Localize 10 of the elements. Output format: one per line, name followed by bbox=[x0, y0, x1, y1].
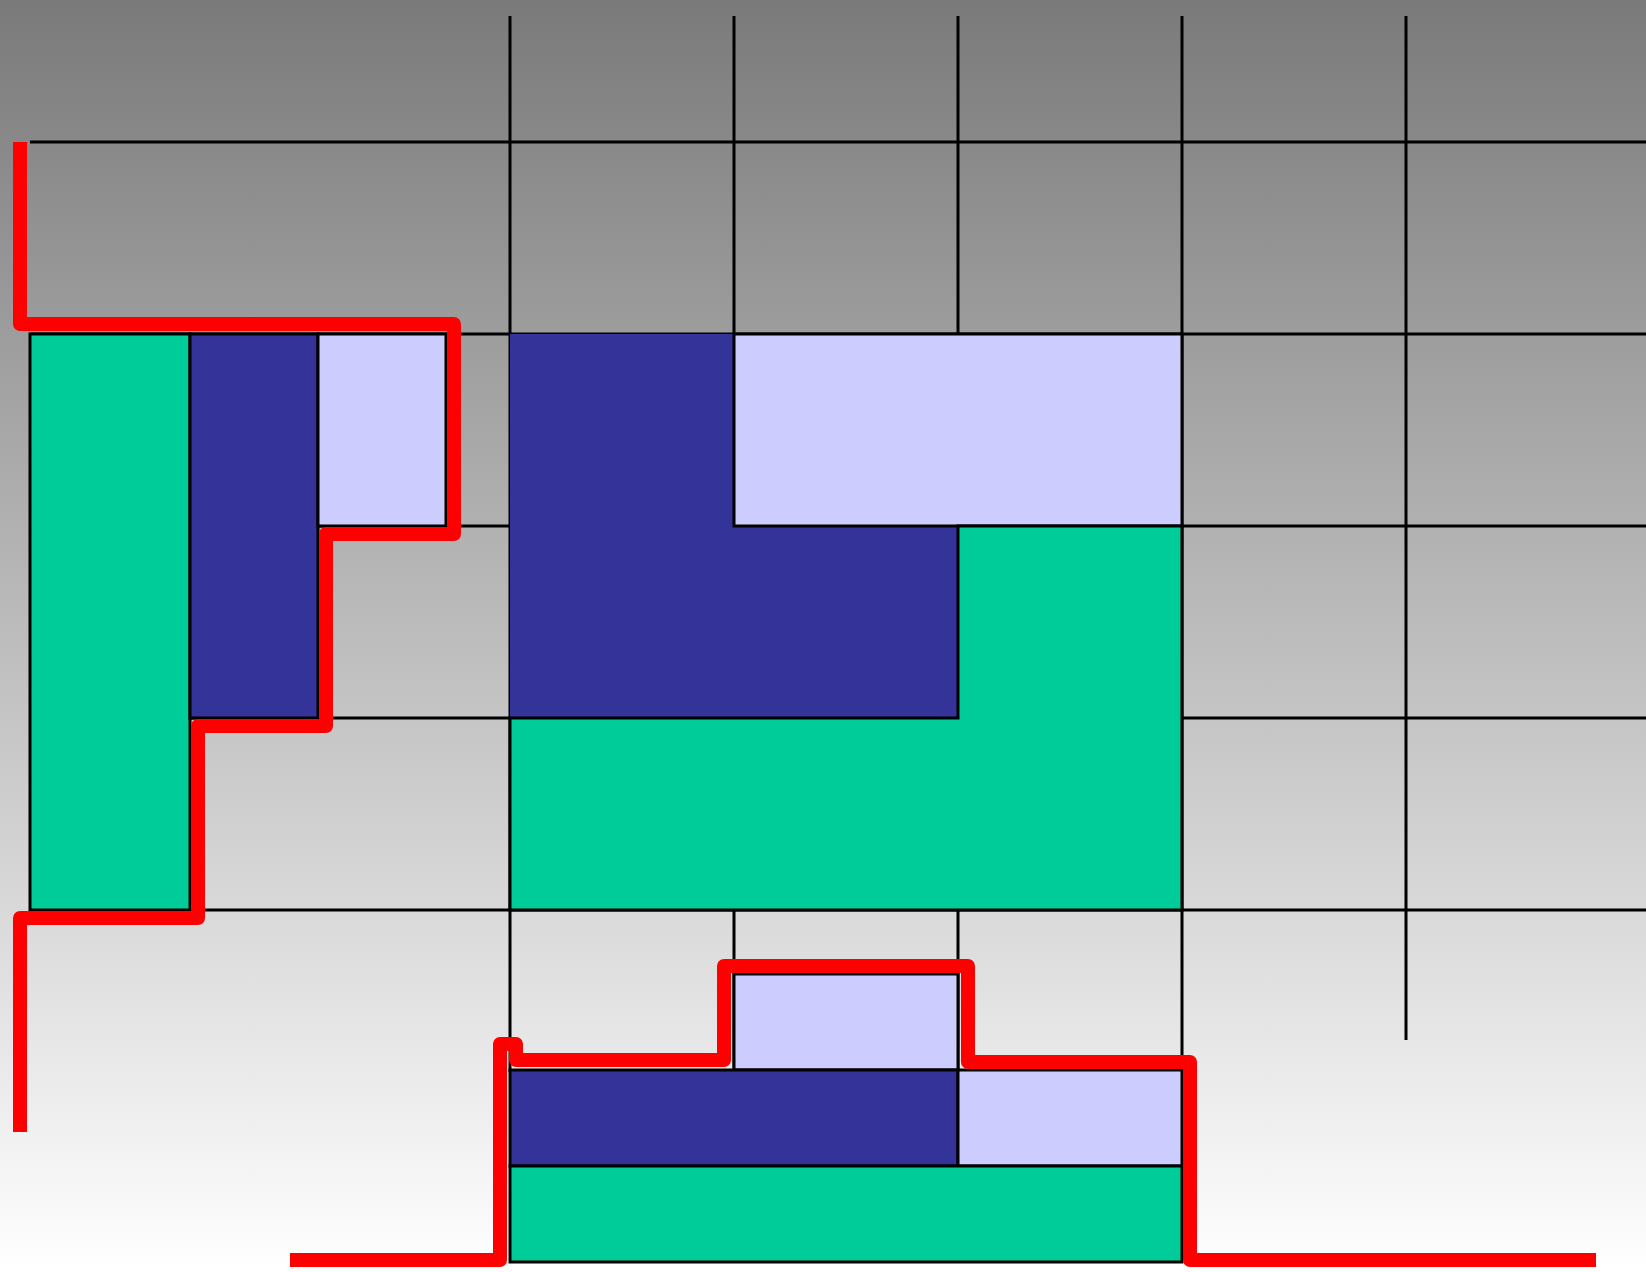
block bbox=[508, 1068, 960, 1168]
block bbox=[508, 524, 1184, 912]
block bbox=[188, 332, 320, 720]
block bbox=[956, 1068, 1184, 1168]
block bbox=[732, 972, 960, 1072]
block bbox=[510, 334, 958, 718]
block bbox=[316, 332, 448, 528]
block bbox=[28, 332, 192, 912]
block bbox=[732, 332, 1184, 528]
block bbox=[508, 1164, 1184, 1264]
